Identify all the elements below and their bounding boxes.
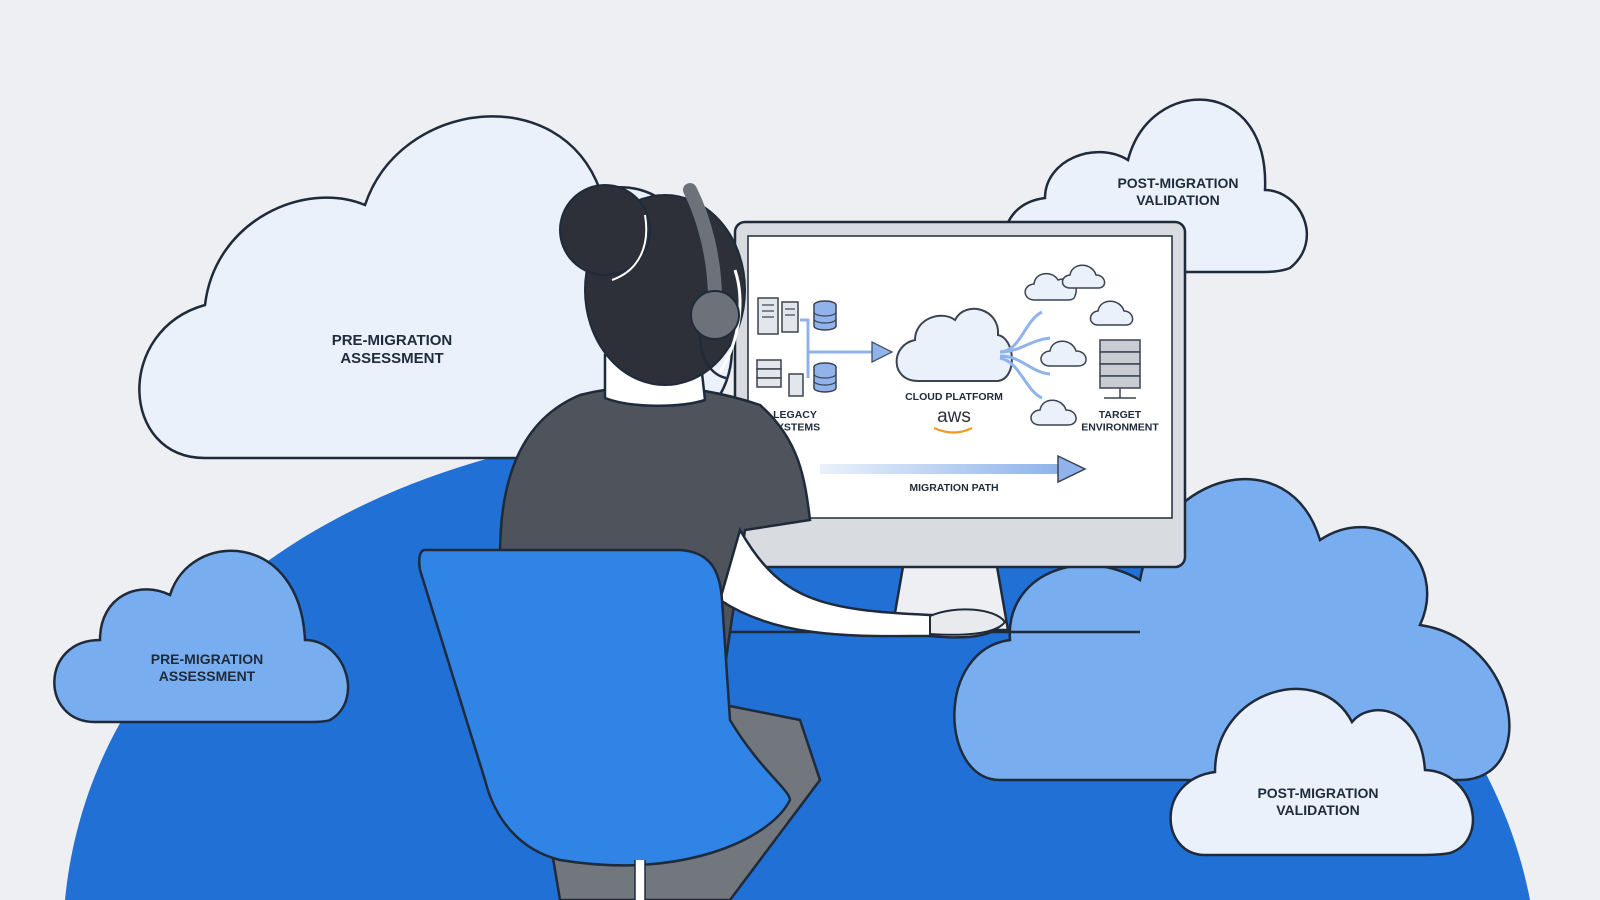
document-icon [788, 373, 804, 397]
cloud-icon [1030, 399, 1077, 426]
label-line-2: ENVIRONMENT [1081, 422, 1159, 434]
cloud-platform-label: CLOUD PLATFORM [905, 391, 1003, 403]
chair-back [417, 548, 792, 867]
headset-earcup-icon [690, 290, 740, 340]
cloud-mid-right [953, 477, 1511, 782]
screen-small-clouds [1024, 264, 1134, 426]
cloud-icon [1089, 300, 1134, 326]
hand [929, 608, 1007, 636]
database-icon [813, 300, 837, 331]
cloud-bottom-right-line: POST-MIGRATION [1257, 785, 1378, 801]
cloud-small-left-line-line-2: ASSESSMENT [159, 668, 256, 684]
legacy-arrow-icon [871, 341, 894, 363]
hair-bun [559, 184, 651, 276]
database-icon [813, 362, 837, 393]
headset-mic [698, 334, 727, 380]
server-tower-icon [781, 301, 799, 333]
cloud-icon [1061, 264, 1106, 289]
migration-path-bar [820, 464, 1058, 474]
aws-logo-icon: aws [937, 406, 971, 427]
server-rack-icon [1099, 339, 1141, 399]
server-rack-icon [756, 359, 782, 388]
server-tower-icon [757, 297, 779, 335]
cloud-large-line-1: PRE-MIGRATION [332, 332, 453, 349]
migration-path-label: MIGRATION PATH [909, 482, 998, 494]
fanout-arrows [999, 310, 1051, 400]
cloud-large-line-1-line-2: ASSESSMENT [340, 350, 443, 367]
legacy-systems-group [756, 297, 894, 397]
cloud-top-right-line-line-2: VALIDATION [1136, 192, 1219, 208]
cloud-bottom-right [1169, 687, 1475, 857]
headset-band [683, 183, 722, 307]
cloud-icon [1040, 340, 1087, 367]
hair-highlight [611, 214, 648, 281]
cloud-small-left-line: PRE-MIGRATION [151, 651, 264, 667]
cloud-bottom-right-line-line-2: VALIDATION [1276, 802, 1359, 818]
aws-smile-icon [933, 426, 973, 434]
migration-path-arrow-icon [1057, 454, 1087, 484]
cloud-top-right-line: POST-MIGRATION [1117, 175, 1238, 191]
cloud-small-left [53, 549, 350, 724]
